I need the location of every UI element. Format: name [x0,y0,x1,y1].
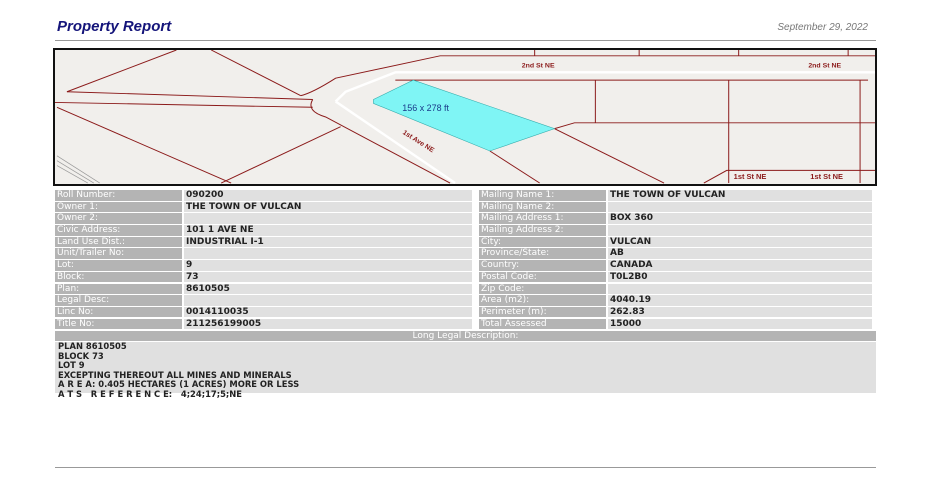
field-value: 73 [184,271,472,283]
field-label: Mailing Name 2: [479,201,606,213]
street-label: 1st St NE [734,172,767,181]
field-label: Legal Desc: [55,295,182,306]
subject-parcel [373,79,556,152]
field-row: Perimeter (m):262.83 [479,306,872,318]
field-value [184,213,472,224]
field-row: Postal Code:T0L2B0 [479,271,872,283]
field-row: City:VULCAN [479,236,872,248]
street-label: 2nd St NE [808,63,841,70]
field-value: CANADA [608,260,872,271]
field-label: Owner 1: [55,201,182,213]
legal-line: A T S R E F E R E N C E: 4;24;17;5;NE [58,388,242,399]
field-row: Country:CANADA [479,260,872,271]
field-value: 8610505 [184,283,472,294]
field-label: Civic Address: [55,225,182,236]
field-row: Unit/Trailer No: [55,248,472,259]
field-row: Mailing Name 1:THE TOWN OF VULCAN [479,190,872,201]
field-value [184,295,472,306]
field-value: THE TOWN OF VULCAN [184,201,472,213]
report-date: September 29, 2022 [777,22,868,33]
field-value: 211256199005 [184,318,472,330]
field-label: Lot: [55,260,182,271]
field-label: Roll Number: [55,190,182,201]
field-value: THE TOWN OF VULCAN [608,190,872,201]
field-row: Province/State:AB [479,248,872,259]
field-value: T0L2B0 [608,271,872,283]
field-label: Linc No: [55,306,182,318]
field-row: Land Use Dist.:INDUSTRIAL I-1 [55,236,472,248]
legal-line: A R E A: 0.405 HECTARES (1 ACRES) MORE O… [58,379,300,390]
field-row: Mailing Name 2: [479,201,872,213]
legal-line: PLAN 8610505 [58,341,127,351]
field-label: Mailing Address 1: [479,213,606,224]
field-label: Area (m2): [479,295,606,306]
field-label: Mailing Name 1: [479,190,606,201]
lot-dimensions: 156 x 278 ft [402,103,449,113]
field-value [608,201,872,213]
field-label: Perimeter (m): [479,306,606,318]
field-row: Mailing Address 2: [479,225,872,236]
field-value: 15000 [608,318,872,330]
legal-line: EXCEPTING THEREOUT ALL MINES AND MINERAL… [58,369,292,380]
field-value [608,225,872,236]
long-legal-heading: Long Legal Description: [55,331,876,341]
field-label: Owner 2: [55,213,182,224]
field-row: Mailing Address 1:BOX 360 [479,213,872,224]
field-value: VULCAN [608,236,872,248]
field-row: Plan:8610505 [55,283,472,294]
field-label: Block: [55,271,182,283]
field-label: Province/State: [479,248,606,259]
field-row: Lot:9 [55,260,472,271]
field-value [608,283,872,294]
legal-line: BLOCK 73 [58,350,104,361]
legal-line: LOT 9 [58,360,85,371]
field-row: Area (m2):4040.19 [479,295,872,306]
field-label: Unit/Trailer No: [55,248,182,259]
field-label: Plan: [55,283,182,294]
parcel-map: 156 x 278 ft 2nd St NE 2nd St NE 1st Ave… [53,48,877,186]
header-divider [55,40,876,41]
field-row: Legal Desc: [55,295,472,306]
field-value [184,248,472,259]
field-value: INDUSTRIAL I-1 [184,236,472,248]
field-value: 090200 [184,190,472,201]
field-row: Title No:211256199005 [55,318,472,330]
field-label: Mailing Address 2: [479,225,606,236]
field-row: Civic Address:101 1 AVE NE [55,225,472,236]
field-value: 9 [184,260,472,271]
field-value: BOX 360 [608,213,872,224]
street-label: 1st St NE [810,172,843,181]
field-row: Block:73 [55,271,472,283]
footer-divider [55,467,876,468]
field-value: AB [608,248,872,259]
field-row: Owner 2: [55,213,472,224]
field-label: Postal Code: [479,271,606,283]
field-row: Owner 1:THE TOWN OF VULCAN [55,201,472,213]
field-row: Linc No:0014110035 [55,306,472,318]
field-label: Total Assessed [479,318,606,330]
report-title: Property Report [57,18,172,35]
field-label: City: [479,236,606,248]
field-value: 4040.19 [608,295,872,306]
street-label: 2nd St NE [522,63,555,70]
field-value: 262.83 [608,306,872,318]
field-row: Zip Code: [479,283,872,294]
field-label: Title No: [55,318,182,330]
field-value: 101 1 AVE NE [184,225,472,236]
field-label: Country: [479,260,606,271]
field-label: Zip Code: [479,283,606,294]
field-row: Roll Number:090200 [55,190,472,201]
field-value: 0014110035 [184,306,472,318]
field-label: Land Use Dist.: [55,236,182,248]
